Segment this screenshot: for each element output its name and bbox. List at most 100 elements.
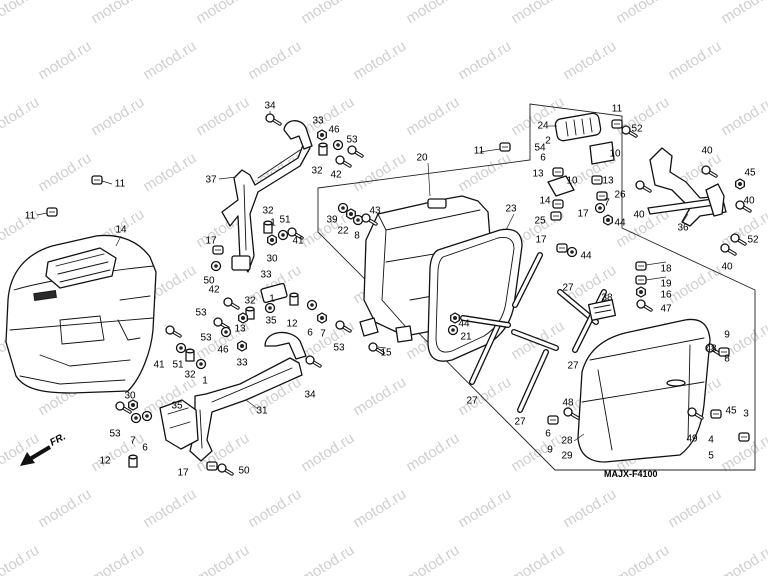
part-number-callout: 21 <box>460 332 472 343</box>
leader-lines <box>36 111 689 442</box>
leader-line <box>682 213 689 223</box>
clip-part <box>206 461 218 471</box>
part-number-callout: 50 <box>238 466 250 477</box>
part-number-callout: 37 <box>205 175 217 186</box>
washer-part <box>195 358 207 370</box>
part-number-callout: 18 <box>660 264 672 275</box>
grip-pad <box>554 112 602 142</box>
part-number-callout: 47 <box>660 304 672 315</box>
watermark-text: motod.ru <box>350 150 409 196</box>
part-number-callout: 9 <box>724 330 730 341</box>
nut-part <box>603 214 613 226</box>
watermark-text: motod.ru <box>0 206 42 252</box>
part-number-callout: 33 <box>260 270 272 281</box>
bolt-part <box>368 342 385 355</box>
part-number-callout: 7 <box>130 436 136 447</box>
bolt-part <box>265 113 282 126</box>
bolt-part <box>687 407 704 420</box>
part-number-callout: 32 <box>184 370 196 381</box>
diagram-code: MAJX-F4100 <box>604 469 658 479</box>
watermark-text: motod.ru <box>140 486 199 532</box>
part-number-callout: 10 <box>566 176 578 187</box>
clip-part <box>552 199 564 209</box>
part-number-callout: 13 <box>602 176 614 187</box>
part-number-callout: 11 <box>115 179 126 190</box>
part-number-callout: 8 <box>724 354 730 365</box>
clip-part <box>635 261 647 271</box>
part-number-callout: 40 <box>633 210 645 221</box>
part-number-callout: 2 <box>545 136 551 147</box>
leader-line <box>479 148 501 153</box>
watermark-text: motod.ru <box>35 38 94 84</box>
part-number-callout: 52 <box>747 235 759 246</box>
watermark-text: motod.ru <box>350 374 409 420</box>
part-number-callout: 53 <box>333 343 345 354</box>
watermark-text: motod.ru <box>0 542 42 576</box>
strap <box>512 252 543 308</box>
bolt-part <box>347 145 364 158</box>
part-number-callout: 15 <box>380 348 392 359</box>
nut-part <box>317 312 327 324</box>
part-number-callout: 53 <box>109 429 121 440</box>
watermark-text: motod.ru <box>193 94 252 140</box>
leader-line <box>245 399 259 410</box>
part-number-callout: 36 <box>677 223 689 234</box>
bolt-part <box>735 200 752 213</box>
watermark-text: motod.ru <box>718 94 768 140</box>
lower-mount-bracket <box>159 331 307 462</box>
bolt-part <box>115 401 132 414</box>
part-number-callout: 27 <box>562 283 574 294</box>
part-number-callout: 30 <box>124 391 136 402</box>
washer-part <box>141 410 153 422</box>
part-number-callout: 34 <box>304 390 316 401</box>
washer-part <box>566 246 578 258</box>
watermark-text: motod.ru <box>298 430 357 476</box>
bolt-part <box>635 180 652 193</box>
watermark-text: motod.ru <box>88 94 147 140</box>
watermark-text: motod.ru <box>455 374 514 420</box>
upper-stay-hook <box>283 120 313 150</box>
part-number-callout: 17 <box>577 209 589 220</box>
part-number-callout: 7 <box>604 198 610 209</box>
watermark-text: motod.ru <box>0 94 42 140</box>
bolt-part <box>335 155 352 168</box>
part-number-callout: 25 <box>534 216 546 227</box>
clip-part <box>212 245 224 255</box>
nut-part <box>237 340 247 352</box>
part-number-callout: 44 <box>580 251 592 262</box>
part-number-callout: 3 <box>743 409 749 420</box>
bolt-part <box>705 343 722 356</box>
front-label: FR. <box>48 431 67 448</box>
leader-line <box>645 276 667 281</box>
part-number-callout: 6 <box>142 443 148 454</box>
lower-bracket-plate <box>159 399 199 450</box>
part-number-callout: 26 <box>614 190 626 201</box>
part-number-callout: 53 <box>200 333 212 344</box>
part-number-callout: 49 <box>686 434 698 445</box>
inner-case-latch <box>427 198 447 209</box>
part-number-callout: 39 <box>326 215 338 226</box>
watermark-text: motod.ru <box>718 542 768 576</box>
part-number-callout: 41 <box>153 360 165 371</box>
nut-part <box>450 312 460 324</box>
part-number-callout: 42 <box>330 170 342 181</box>
part-number-callout: 45 <box>744 168 756 179</box>
watermark-text: motod.ru <box>193 542 252 576</box>
clip-part <box>547 415 559 425</box>
watermark-text: motod.ru <box>350 486 409 532</box>
bracket-clip <box>231 255 251 271</box>
strap-set <box>460 252 607 413</box>
part-number-callout: 27 <box>466 396 478 407</box>
upper-mount-bracket <box>221 120 313 304</box>
washer-part <box>447 324 459 336</box>
part-number-callout: 11 <box>25 211 36 222</box>
part-number-callout: 41 <box>292 236 304 247</box>
part-number-callout: 43 <box>369 206 381 217</box>
fastener-set <box>46 113 752 476</box>
watermark-text: motod.ru <box>298 542 357 576</box>
bolt-part <box>335 320 352 333</box>
leader-line <box>377 346 387 349</box>
watermark-text: motod.ru <box>88 542 147 576</box>
part-number-callout: 52 <box>631 124 643 135</box>
